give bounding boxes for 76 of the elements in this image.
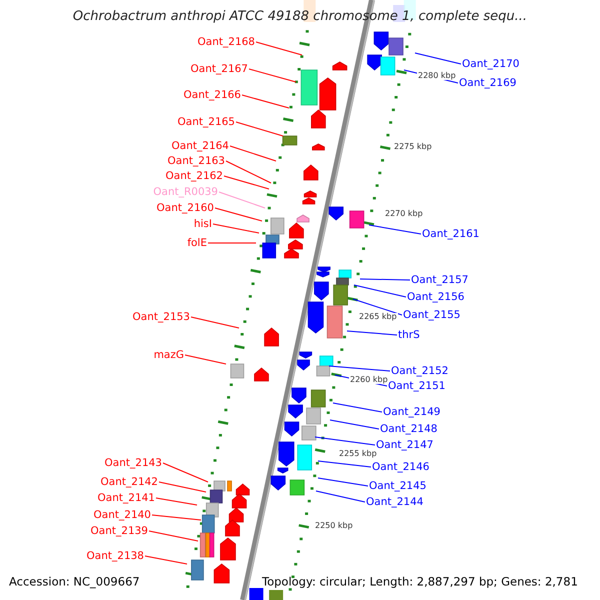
leader-line [318, 460, 372, 468]
leader-line [318, 478, 368, 486]
gene-label: Oant_2163 [168, 156, 225, 166]
leader-line [256, 42, 302, 56]
leader-line [352, 298, 402, 316]
gene-label: Oant_2148 [380, 424, 438, 434]
gene-label: Oant_2143 [104, 458, 162, 468]
scale-label: 2265 kbp [358, 313, 398, 321]
leader-line [248, 68, 296, 82]
gene-label: thrS [398, 330, 420, 340]
leader-line [360, 278, 410, 280]
gene-label: Oant_2161 [422, 228, 480, 240]
info-text: Topology: circular; Length: 2,887,297 bp; Genes: 2,781 [262, 576, 578, 588]
gene-label: Oant_2141 [98, 492, 155, 504]
leader-line [212, 224, 260, 234]
leader-line [214, 208, 262, 222]
gene-label: Oant_2156 [407, 292, 464, 302]
gene-label: Oant_2160 [156, 202, 214, 214]
leader-line [224, 176, 270, 190]
leader-line [314, 436, 376, 446]
leader-line [330, 420, 380, 430]
leader-line [354, 284, 406, 298]
gene-label: Oant_2162 [166, 170, 223, 182]
gene-label: Oant_2139 [90, 526, 148, 536]
gene-label: Oant_2152 [391, 366, 448, 376]
gene-label: Oant_2170 [462, 58, 520, 70]
gene-label: Oant_2164 [172, 140, 229, 152]
gene-label: Oant_2144 [366, 496, 424, 508]
gene-label: Oant_2146 [372, 462, 430, 472]
gene-label: Oant_2169 [459, 78, 516, 88]
leader-line [230, 146, 276, 162]
scale-label: 2250 kbp [314, 522, 354, 530]
gene-label: Oant_2155 [403, 310, 460, 320]
gene-label: Oant_2145 [369, 480, 426, 492]
gene-label: Oant_2149 [383, 406, 440, 418]
gene-label: Oant_2166 [184, 90, 241, 100]
leader-line [190, 316, 240, 328]
leader-line [158, 482, 206, 492]
gene-label: hisI [194, 218, 212, 230]
gene-label: Oant_2138 [86, 550, 144, 562]
info-text: Accession: NC_009667 [9, 576, 140, 588]
leader-line [328, 366, 390, 372]
gene-label: folE [187, 238, 207, 248]
leader-line [148, 530, 198, 542]
scale-label: 2280 kbp [417, 72, 457, 80]
scale-label: 2260 kbp [349, 376, 389, 384]
gene-label: Oant_2157 [411, 274, 468, 286]
gene-label: Oant_2167 [190, 64, 248, 74]
leader-line [144, 556, 188, 564]
leader-line [152, 514, 202, 520]
leader-line [226, 160, 272, 184]
gene-label: Oant_2153 [132, 312, 190, 322]
gene-label: Oant_2142 [100, 476, 158, 488]
leader-line [218, 192, 266, 208]
scale-label: 2275 kbp [393, 143, 433, 151]
leader-line [332, 402, 382, 412]
map-title: Ochrobactrum anthropi ATCC 49188 chromosome 1, complete sequ... [72, 9, 528, 24]
gene-label: Oant_2140 [94, 510, 151, 520]
leader-line [184, 354, 226, 364]
gene-label: Oant_2147 [376, 440, 434, 450]
leader-line [242, 94, 290, 108]
gene-label: Oant_2168 [198, 36, 255, 48]
scale-label: 2255 kbp [338, 450, 378, 458]
leader-line [236, 122, 284, 136]
leader-line [368, 224, 422, 234]
leader-line [208, 242, 256, 244]
leader-line [156, 498, 198, 506]
gene-label: Oant_2151 [388, 380, 446, 392]
leader-line [346, 330, 398, 336]
gene-label: Oant_R0039 [153, 186, 218, 198]
gene-label: Oant_2165 [178, 116, 235, 128]
scale-label: 2270 kbp [384, 210, 424, 218]
gene-label: mazG [154, 350, 184, 360]
leader-line [316, 490, 366, 502]
leader-line [414, 52, 462, 64]
leader-line [162, 462, 208, 482]
